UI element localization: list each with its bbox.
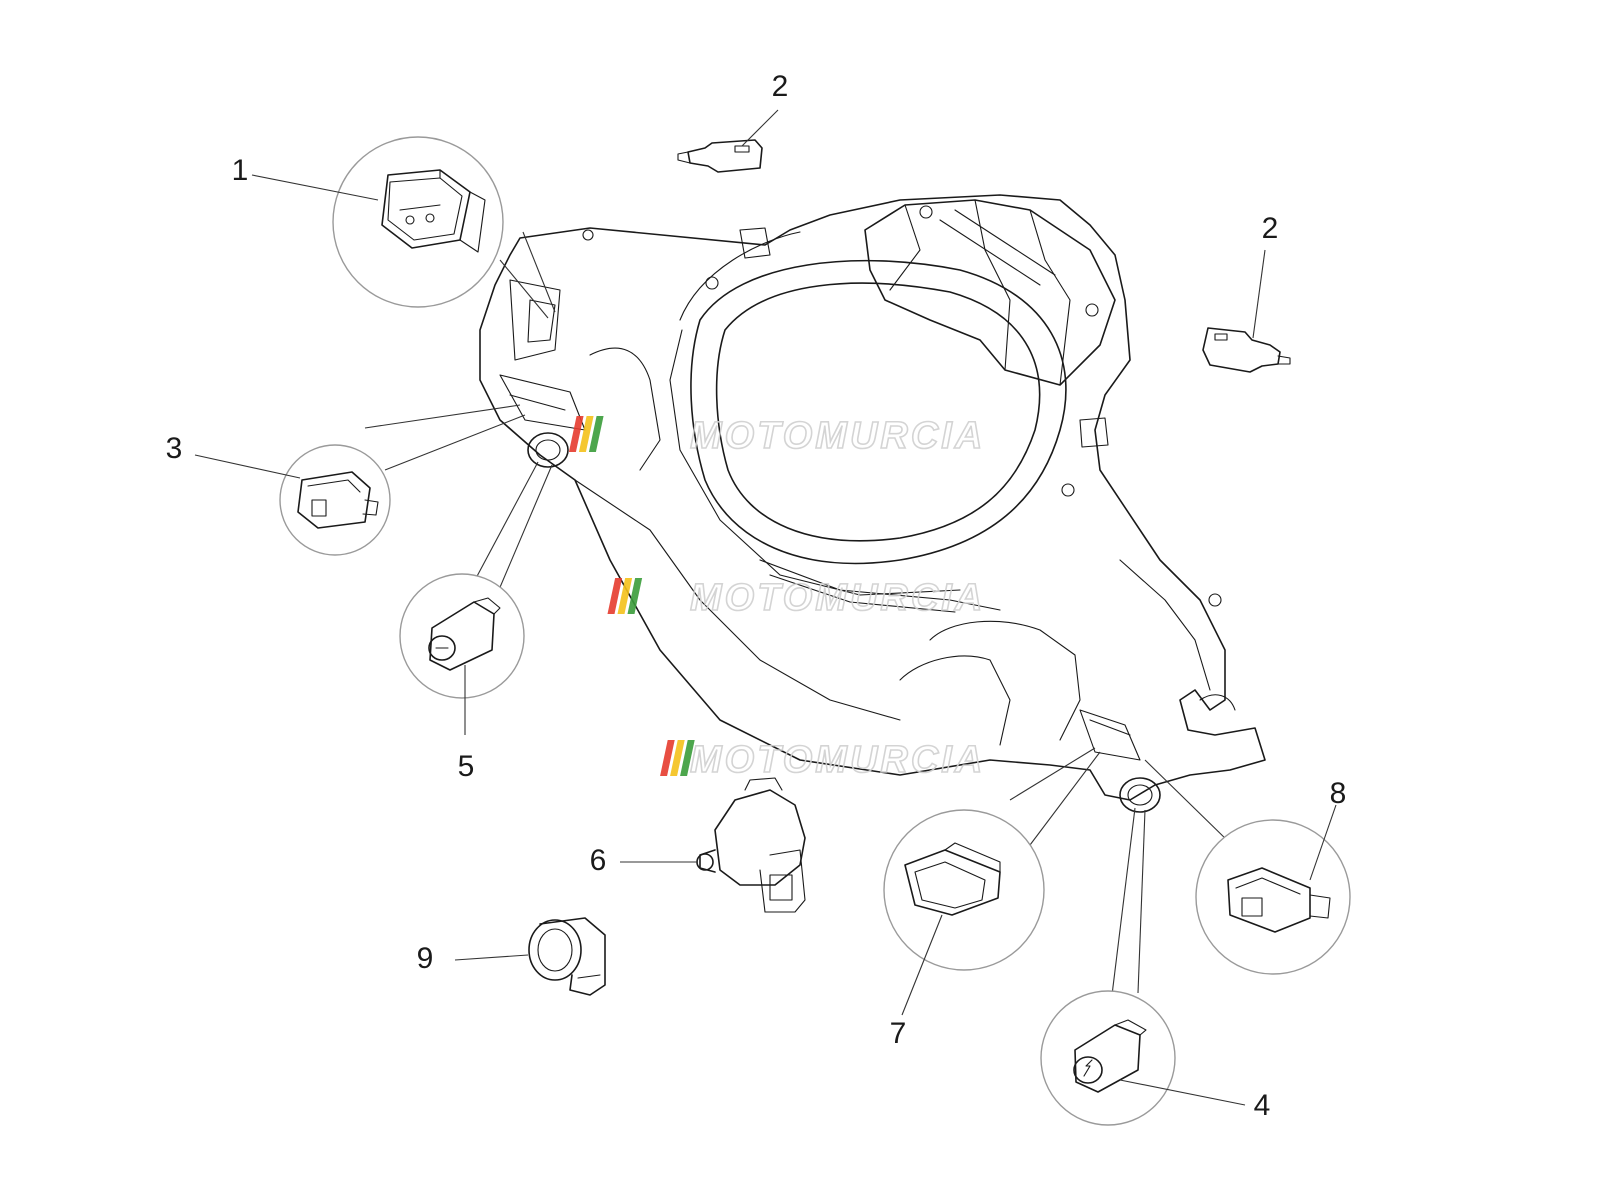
callout-label-6: 6 xyxy=(590,844,607,877)
callout-label-4: 4 xyxy=(1254,1089,1271,1122)
key-switch-part xyxy=(428,597,501,735)
callout-label-5: 5 xyxy=(458,750,475,783)
callout-label-3: 3 xyxy=(166,432,183,465)
lock-ring-part xyxy=(454,917,606,996)
rocker-switch-part xyxy=(381,169,486,253)
watermark-stripe xyxy=(578,416,594,452)
watermark-stripe xyxy=(617,578,633,614)
watermark-stripe xyxy=(607,578,623,614)
handlebar-cover xyxy=(479,194,1266,813)
leader-1 xyxy=(251,174,379,201)
switch-cover-part xyxy=(901,842,1001,1016)
callout-label-2b: 2 xyxy=(1262,212,1279,245)
watermark-stripe xyxy=(670,740,685,776)
callout-label-9: 9 xyxy=(417,942,434,975)
watermark-stripe xyxy=(588,416,604,452)
watermark-stripe xyxy=(680,740,695,776)
callout-8-detail xyxy=(1144,759,1351,975)
callout-label-2a: 2 xyxy=(772,70,789,103)
callout-label-7: 7 xyxy=(890,1017,907,1050)
watermark-bottom: MOTOMURCIA xyxy=(660,738,985,782)
callout-label-1: 1 xyxy=(232,154,249,187)
watermark-text: MOTOMURCIA xyxy=(690,577,985,619)
start-button-part xyxy=(1073,1019,1246,1106)
watermark-stripe xyxy=(660,740,675,776)
push-switch-part-8 xyxy=(1227,804,1337,933)
watermark-top: MOTOMURCIA xyxy=(568,414,985,458)
ignition-lock-part xyxy=(620,777,806,913)
push-switch-part-3 xyxy=(297,471,379,529)
bulb-holder-part-a xyxy=(677,109,779,173)
watermark-text: MOTOMURCIA xyxy=(690,415,985,457)
watermark-middle: MOTOMURCIA xyxy=(607,576,985,620)
leader-3 xyxy=(194,454,301,479)
callout-7-detail xyxy=(883,747,1101,1016)
callout-4-detail xyxy=(1040,807,1246,1126)
watermark-stripe xyxy=(627,578,643,614)
bulb-holder-part-b xyxy=(1202,249,1291,373)
watermark-stripe xyxy=(568,416,584,452)
callout-5-detail xyxy=(399,461,553,735)
callout-3-detail xyxy=(279,404,526,556)
callout-1-detail xyxy=(332,136,556,319)
watermark-text: MOTOMURCIA xyxy=(690,739,985,781)
callout-label-8: 8 xyxy=(1330,777,1347,810)
